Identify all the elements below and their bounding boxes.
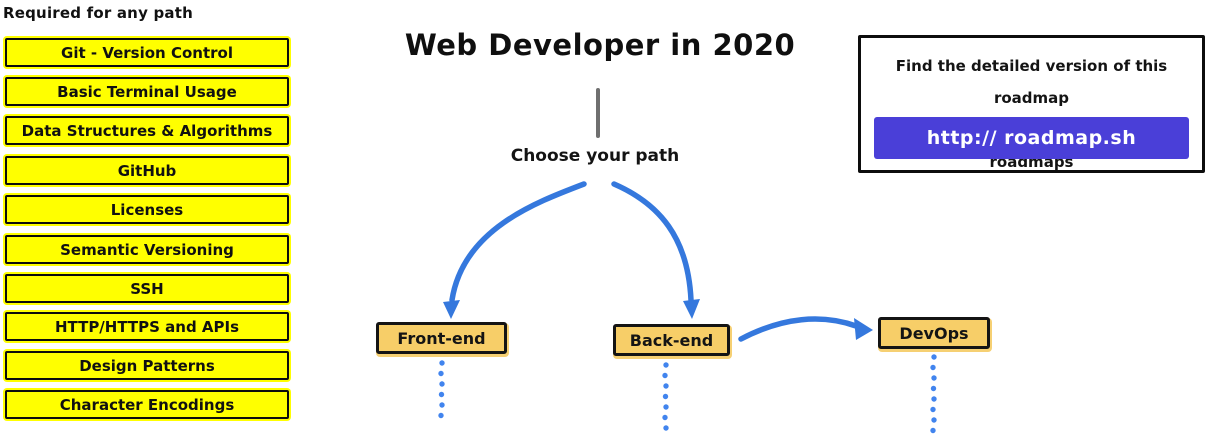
devops-dotted-line — [930, 354, 937, 434]
required-item-licenses[interactable]: Licenses — [5, 195, 289, 224]
path-node-frontend[interactable]: Front-end — [376, 322, 507, 354]
backend-dotted-line — [662, 362, 669, 431]
required-item-design-patterns[interactable]: Design Patterns — [5, 351, 289, 380]
info-line-1: Find the detailed version of this roadma… — [895, 57, 1168, 107]
choose-path-label: Choose your path — [510, 146, 680, 166]
required-section-title: Required for any path — [3, 4, 193, 22]
required-item-git[interactable]: Git - Version Control — [5, 38, 289, 67]
arrowhead-devops — [854, 318, 873, 340]
frontend-dotted-line — [438, 360, 445, 419]
required-item-terminal[interactable]: Basic Terminal Usage — [5, 77, 289, 106]
info-box: Find the detailed version of this roadma… — [858, 35, 1205, 173]
roadmap-link-button[interactable]: http:// roadmap.sh — [874, 117, 1189, 159]
required-item-dsa[interactable]: Data Structures & Algorithms — [5, 116, 289, 145]
required-item-encodings[interactable]: Character Encodings — [5, 390, 289, 419]
required-item-ssh[interactable]: SSH — [5, 274, 289, 303]
arrow-choose-to-backend — [611, 181, 694, 303]
path-node-devops[interactable]: DevOps — [878, 317, 990, 349]
required-item-semver[interactable]: Semantic Versioning — [5, 235, 289, 264]
page-title: Web Developer in 2020 — [404, 28, 796, 62]
required-item-http-apis[interactable]: HTTP/HTTPS and APIs — [5, 312, 289, 341]
required-item-github[interactable]: GitHub — [5, 156, 289, 185]
path-node-backend[interactable]: Back-end — [613, 324, 730, 356]
arrowhead-backend — [683, 299, 700, 319]
arrow-choose-to-frontend — [449, 181, 587, 303]
arrowhead-frontend — [443, 300, 460, 319]
arrow-backend-to-devops — [738, 316, 859, 342]
